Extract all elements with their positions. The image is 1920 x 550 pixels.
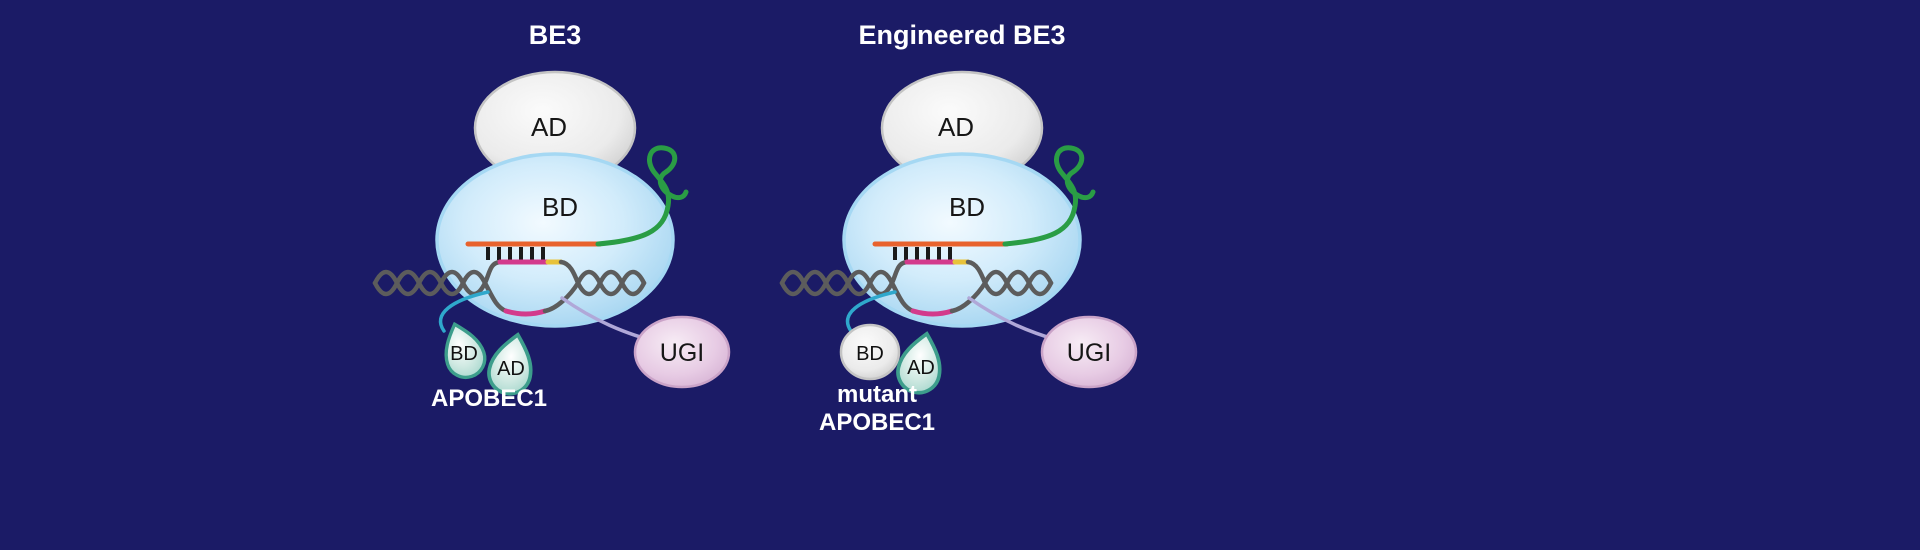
apobec1-bd-label: BD [450,343,478,365]
helix-strand [372,269,488,297]
apobec-linker-cyan [438,290,490,333]
apobec1-ad-label: AD [497,358,525,380]
apobec1-ad-label: AD [907,357,935,379]
ad-domain-label: AD [531,112,567,142]
ugi-label: UGI [1067,339,1111,367]
nontarget-strand-pink [910,308,955,317]
helix-strand [982,269,1054,297]
apobec-linker-cyan [845,290,897,333]
dna-helix [372,269,647,297]
mutant-apobec1-bd-shape [839,323,901,381]
nontarget-strand-gray-right [949,280,988,314]
cas9-bd-blob [435,152,675,328]
helix-strand [779,269,895,297]
be3-title: BE3 [529,20,582,50]
apobec1-bd-label: BD [856,343,884,365]
ugi-shape [633,315,731,389]
dna-helix [779,269,1054,297]
mutant-label-line1: mutant [837,381,917,408]
nontarget-strand-gray-left [889,280,916,314]
helix-strand [575,269,647,297]
mutant-label-line2: APOBEC1 [819,409,935,436]
bd-domain-label: BD [542,192,578,222]
apobec1-name-label: APOBEC1 [431,385,547,412]
sgrna-scaffold-loop [1002,145,1096,247]
nontarget-strand-gray-left [482,280,509,314]
base-pair-rungs [486,247,545,260]
bd-domain-label: BD [949,192,985,222]
nontarget-strand-gray-right [542,280,581,314]
nontarget-strand-pink [503,308,548,317]
helix-strand [575,269,647,297]
be3-diagram: BE3 AD BD BD AD APOBEC1 UGI [372,20,731,412]
helix-strand [982,269,1054,297]
ad-domain-label: AD [938,112,974,142]
base-pair-rungs [893,247,952,260]
ugi-label: UGI [660,339,704,367]
sgrna-scaffold-loop [595,145,689,247]
ugi-shape [1040,315,1138,389]
engineered-be3-title: Engineered BE3 [858,20,1065,50]
helix-strand [372,269,488,297]
helix-strand [779,269,895,297]
engineered-be3-diagram: Engineered BE3 AD BD BD AD mutant APOBEC… [779,20,1138,436]
cas9-bd-blob [842,152,1082,328]
